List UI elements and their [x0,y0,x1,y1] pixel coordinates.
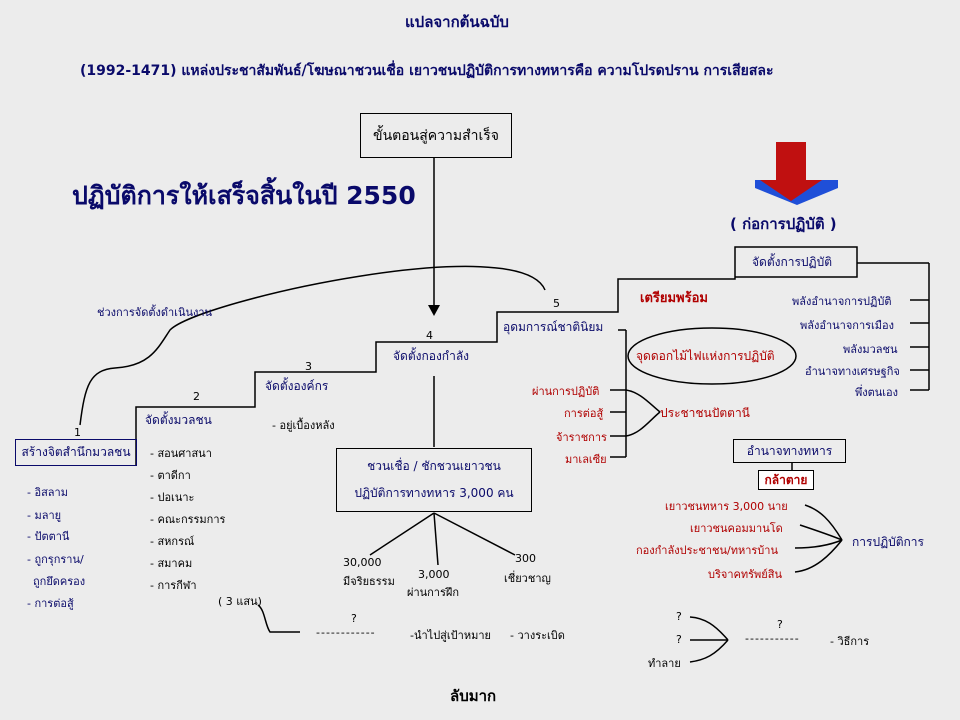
step3-note: - อยู่เบื้องหลัง [272,419,335,432]
branch-label: ผ่านการฝึก [407,586,459,599]
bottom-left-dash: ------------ [316,626,376,639]
operation-item: พลังมวลชน [843,343,898,356]
step2-item: - สหกรณ์ [150,535,195,548]
military-item: เยาวชนคอมมานโด [690,522,783,535]
operation-item: พลังอำนาจการเมือง [800,319,895,332]
page-title: แปลจากต้นฉบับ [405,13,509,31]
success-steps-box: ขั้นตอนสู่ความสำเร็จ [360,113,512,158]
bottom-right-question: ? [777,618,783,631]
military-power-label: อำนาจทางทหาร [746,443,833,458]
step-operation-label: จัดตั้งการปฏิบัติ [752,255,833,269]
down-arrow-icon [755,142,838,205]
step-number-3: 3 [305,360,312,373]
recruit-line-1: ชวนเชื่อ / ชักชวนเยาวชน [367,459,501,473]
suicide-squad-badge: กล้าตาย [758,470,814,490]
military-item: บริจาคทรัพย์สิน [708,568,782,581]
ideology-target: ประชาชนปัตตานี [660,406,750,420]
method-label: - วิธีการ [830,635,870,648]
step2-item: - การกีฬา [150,579,197,592]
branch-label: มีจริยธรรม [343,575,395,588]
step-prepare-label: เตรียมพร้อม [640,291,708,306]
start-action-label: ( ก่อการปฏิบัติ ) [730,215,837,233]
step1-item: - ปัตตานี [27,530,70,543]
ideology-item: จ้าราชการ [556,431,607,444]
bottom-right-question: ? [676,610,682,623]
fireworks-label: จุดดอกไม้ไฟแห่งการปฏิบัติ [636,349,775,363]
military-target: การปฏิบัติการ [852,535,924,549]
step2-item: - ตาดีกา [150,469,191,482]
step-number-4: 4 [426,329,433,342]
ideology-item: มาเลเซีย [565,453,607,466]
step-4-label: จัดตั้งกองกำลัง [393,349,470,363]
ideology-item: ผ่านการปฏิบัติ [532,385,600,398]
step1-item: - การต่อสู้ [27,597,74,610]
step2-item: - คณะกรรมการ [150,513,226,526]
target-label: -นำไปสู่เป้าหมาย [410,629,491,642]
page-subtitle: (1992-1471) แหล่งประชาสัมพันธ์/โฆษณาชวนเ… [80,63,774,79]
step1-item: - มลายู [27,509,62,522]
step2-item: - สมาคม [150,557,193,570]
bottom-left-paren: ( 3 แสน) [218,595,262,608]
military-item: เยาวชนทหาร 3,000 นาย [665,500,788,513]
step-number-1: 1 [74,426,81,439]
step-2-label: จัดตั้งมวลชน [145,413,212,427]
step1-item: ถูกยึดครอง [33,575,86,588]
recruit-line-2: ปฏิบัติการทางทหาร 3,000 คน [354,486,514,500]
step2-item: - ปอเนาะ [150,491,195,504]
classification-label: ลับมาก [450,687,497,705]
step1-item: - อิสลาม [27,486,68,499]
recruit-box: ชวนเชื่อ / ชักชวนเยาวชน ปฏิบัติการทางทหา… [336,448,532,512]
suicide-squad-label: กล้าตาย [764,472,808,487]
step-5-label: อุดมการณ์ชาตินิยม [503,320,604,334]
step1-item: - ถูกรุกราน/ [27,553,84,566]
destroy-label: ทำลาย [648,657,681,670]
branch-label: เชี่ยวชาญ [504,572,551,585]
step-1-label: สร้างจิตสำนึกมวลชน [21,445,131,459]
operation-item: พลังอำนาจการปฏิบัติ [792,295,892,308]
operation-item: พึ่งตนเอง [855,386,899,399]
military-power-box: อำนาจทางทหาร [733,439,846,463]
success-steps-label: ขั้นตอนสู่ความสำเร็จ [373,127,499,144]
branch-count: 300 [515,552,536,565]
step-3-label: จัดตั้งองค์กร [265,379,329,393]
bottom-right-dash: ----------- [745,632,800,645]
step-1-box: สร้างจิตสำนึกมวลชน [15,439,137,466]
step2-item: - สอนศาสนา [150,447,212,460]
bottom-left-question: ? [351,612,357,625]
military-item: กองกำลังประชาชน/ทหารบ้าน [636,544,778,557]
step-number-5: 5 [553,297,560,310]
bomb-label: - วางระเบิด [510,629,565,642]
branch-count: 3,000 [418,568,450,581]
step-number-2: 2 [193,390,200,403]
bottom-right-question: ? [676,633,682,646]
branch-count: 30,000 [343,556,382,569]
ideology-item: การต่อสู้ [564,407,604,420]
completion-heading: ปฏิบัติการให้เสร็จสิ้นในปี 2550 [72,181,416,210]
organising-phase-label: ช่วงการจัดตั้งดำเนินงาน [97,306,213,319]
operation-item: อำนาจทางเศรษฐกิจ [805,365,900,378]
